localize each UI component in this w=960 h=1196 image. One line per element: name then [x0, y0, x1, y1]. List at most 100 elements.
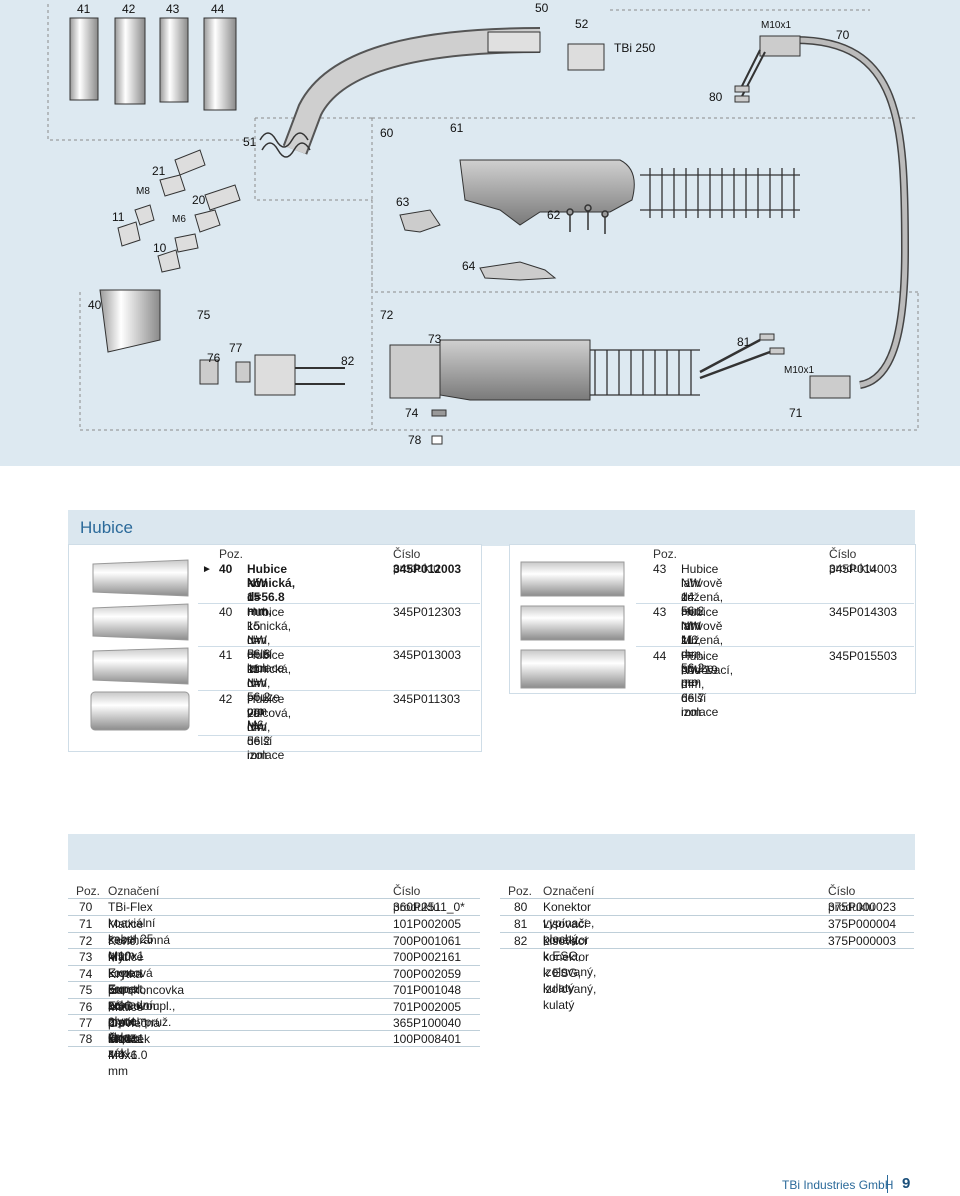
trigger-63 — [399, 209, 441, 233]
callout-74: 74 — [405, 406, 419, 420]
table-row-code: 360P2511_0* — [393, 900, 465, 914]
table-row-desc: Lisovací konektor k ESG, izolovaný, kula… — [543, 934, 597, 1012]
header-code: Číslo produktu — [828, 884, 875, 914]
nozzle-images-left — [90, 559, 190, 731]
table-row-code: 375P000003 — [828, 934, 897, 948]
thread-label-m8: M8 — [136, 186, 150, 197]
header-pos: Poz. — [76, 884, 101, 898]
table-row-pos: 71 — [79, 917, 93, 931]
table-row-pos: 82 — [514, 934, 528, 948]
row-desc-line: d= 56.2 mm — [681, 590, 705, 632]
table-row-pos: 76 — [79, 1000, 93, 1014]
nozzle-image-44 — [520, 649, 626, 689]
nozzle-images-right — [520, 561, 626, 689]
nozzle-43 — [159, 17, 189, 103]
thread-label-m6: M6 — [172, 214, 186, 225]
row-desc-line: NW 14 mm — [681, 576, 701, 618]
callout-43: 43 — [166, 2, 180, 16]
row-code: 345P013003 — [393, 648, 462, 662]
spring-51 — [259, 132, 311, 158]
table-row-code: 100P008401 — [393, 1032, 462, 1046]
callout-20: 20 — [192, 193, 206, 207]
table-row-code: 375P000023 — [828, 900, 897, 914]
row-desc-line: NW 19 mm, delší izolace — [681, 663, 719, 719]
euro-connector-75 — [254, 354, 296, 396]
header-desc: Označení — [543, 884, 595, 898]
dashed-frames — [47, 4, 919, 431]
section-header-band — [68, 510, 915, 546]
callout-11: 11 — [112, 210, 125, 224]
callout-10: 10 — [153, 241, 167, 255]
thread-label-m10-top: M10x1 — [761, 20, 792, 31]
table-row-code: 700P002161 — [393, 950, 462, 964]
row-pos: 42 — [219, 692, 233, 706]
part-52 — [567, 43, 605, 71]
row-desc-line: d= 56.2 mm — [247, 676, 271, 718]
hex-nut-71 — [809, 375, 851, 399]
header-pos: Poz. — [219, 547, 244, 561]
end-cover-72 — [439, 339, 591, 401]
row-desc-line: Hubice kónická, — [247, 562, 296, 590]
section-title: Hubice — [80, 518, 133, 537]
row-pos: 40 — [219, 562, 233, 576]
row-desc-line: Hubice válcová, NW — [247, 692, 292, 734]
row-code: 345P014303 — [829, 605, 898, 619]
callout-76: 76 — [207, 351, 221, 365]
trigger-64 — [479, 261, 557, 281]
table-row-code: 700P001061 — [393, 934, 462, 948]
row-desc-line: Hubice kónická, NW — [247, 648, 292, 690]
model-label: TBi 250 — [614, 41, 656, 55]
nozzle-image-42 — [90, 691, 190, 731]
callout-52: 52 — [575, 17, 589, 31]
callout-44: 44 — [211, 2, 225, 16]
row-desc-line: d= 56.2 mm — [247, 720, 271, 762]
callout-81: 81 — [737, 335, 751, 349]
table-row-pos: 75 — [79, 983, 93, 997]
callout-42: 42 — [122, 2, 136, 16]
callout-75: 75 — [197, 308, 211, 322]
callout-77: 77 — [229, 341, 243, 355]
callout-21: 21 — [152, 164, 166, 178]
table-row-pos: 70 — [79, 900, 93, 914]
row-desc-line: 15 mm, delší izolace — [247, 619, 285, 675]
diagram-drawing — [47, 4, 919, 445]
callout-40: 40 — [88, 298, 102, 312]
table-row-desc: Konektor vypínače, plochý — [543, 900, 595, 946]
table-row-desc: Lisovací konektor k ESG, izolovaný, kula… — [543, 917, 597, 995]
table-row-desc: Konc. kryt Expert kompl. pro plynem chla… — [108, 934, 147, 1060]
row-code: 345P011303 — [393, 692, 461, 706]
table-row-pos: 72 — [79, 934, 93, 948]
footer-divider — [887, 1175, 888, 1193]
header-desc: Označení — [108, 884, 160, 898]
row-desc-line: d= 56.8 mm — [247, 633, 271, 675]
table-row-desc: Eurokoncovka ESG kompl., 2-pól., pruž. k… — [108, 983, 185, 1045]
table-row-code: 375P000004 — [828, 917, 897, 931]
callout-82: 82 — [341, 354, 355, 368]
page-number: 9 — [902, 1175, 911, 1192]
spacer-band — [68, 834, 915, 870]
thread-label-m10-bottom: M10x1 — [784, 365, 815, 376]
row-desc-line: 20 mm, delší izolace — [247, 706, 285, 762]
callout-71: 71 — [789, 406, 803, 420]
callout-41: 41 — [77, 2, 91, 16]
table-row-desc: TBi-Flex koaxiální kabel 25 qmm — [108, 900, 156, 962]
nozzle-44 — [203, 17, 237, 111]
row-desc-line: d=56.8 mm — [247, 590, 285, 618]
row-code: 345P014003 — [829, 562, 898, 576]
table-row-pos: 81 — [514, 917, 528, 931]
row-desc-line: 11 mm, pouze pro M6 — [247, 662, 280, 732]
table-row-desc: Krytka pro koncovou matici Expert — [108, 967, 160, 1045]
highlight-marker: ► — [202, 564, 212, 575]
row-pos: 43 — [653, 562, 667, 576]
table-row-code: 365P100040 — [393, 1016, 462, 1030]
table-row-desc: Matice šestihranná M10x1 — [108, 917, 171, 963]
row-desc-line: Hubice lahvově zúžená, — [681, 562, 724, 604]
row-pos: 40 — [219, 605, 233, 619]
callout-61: 61 — [450, 121, 464, 135]
callout-73: 73 — [428, 332, 442, 346]
table-row-pos: 74 — [79, 967, 93, 981]
header-code: Číslo produktu — [829, 547, 876, 575]
callout-63: 63 — [396, 195, 410, 209]
row-desc-line: d= 66.7 mm — [681, 677, 705, 719]
nozzle-42 — [114, 17, 146, 105]
